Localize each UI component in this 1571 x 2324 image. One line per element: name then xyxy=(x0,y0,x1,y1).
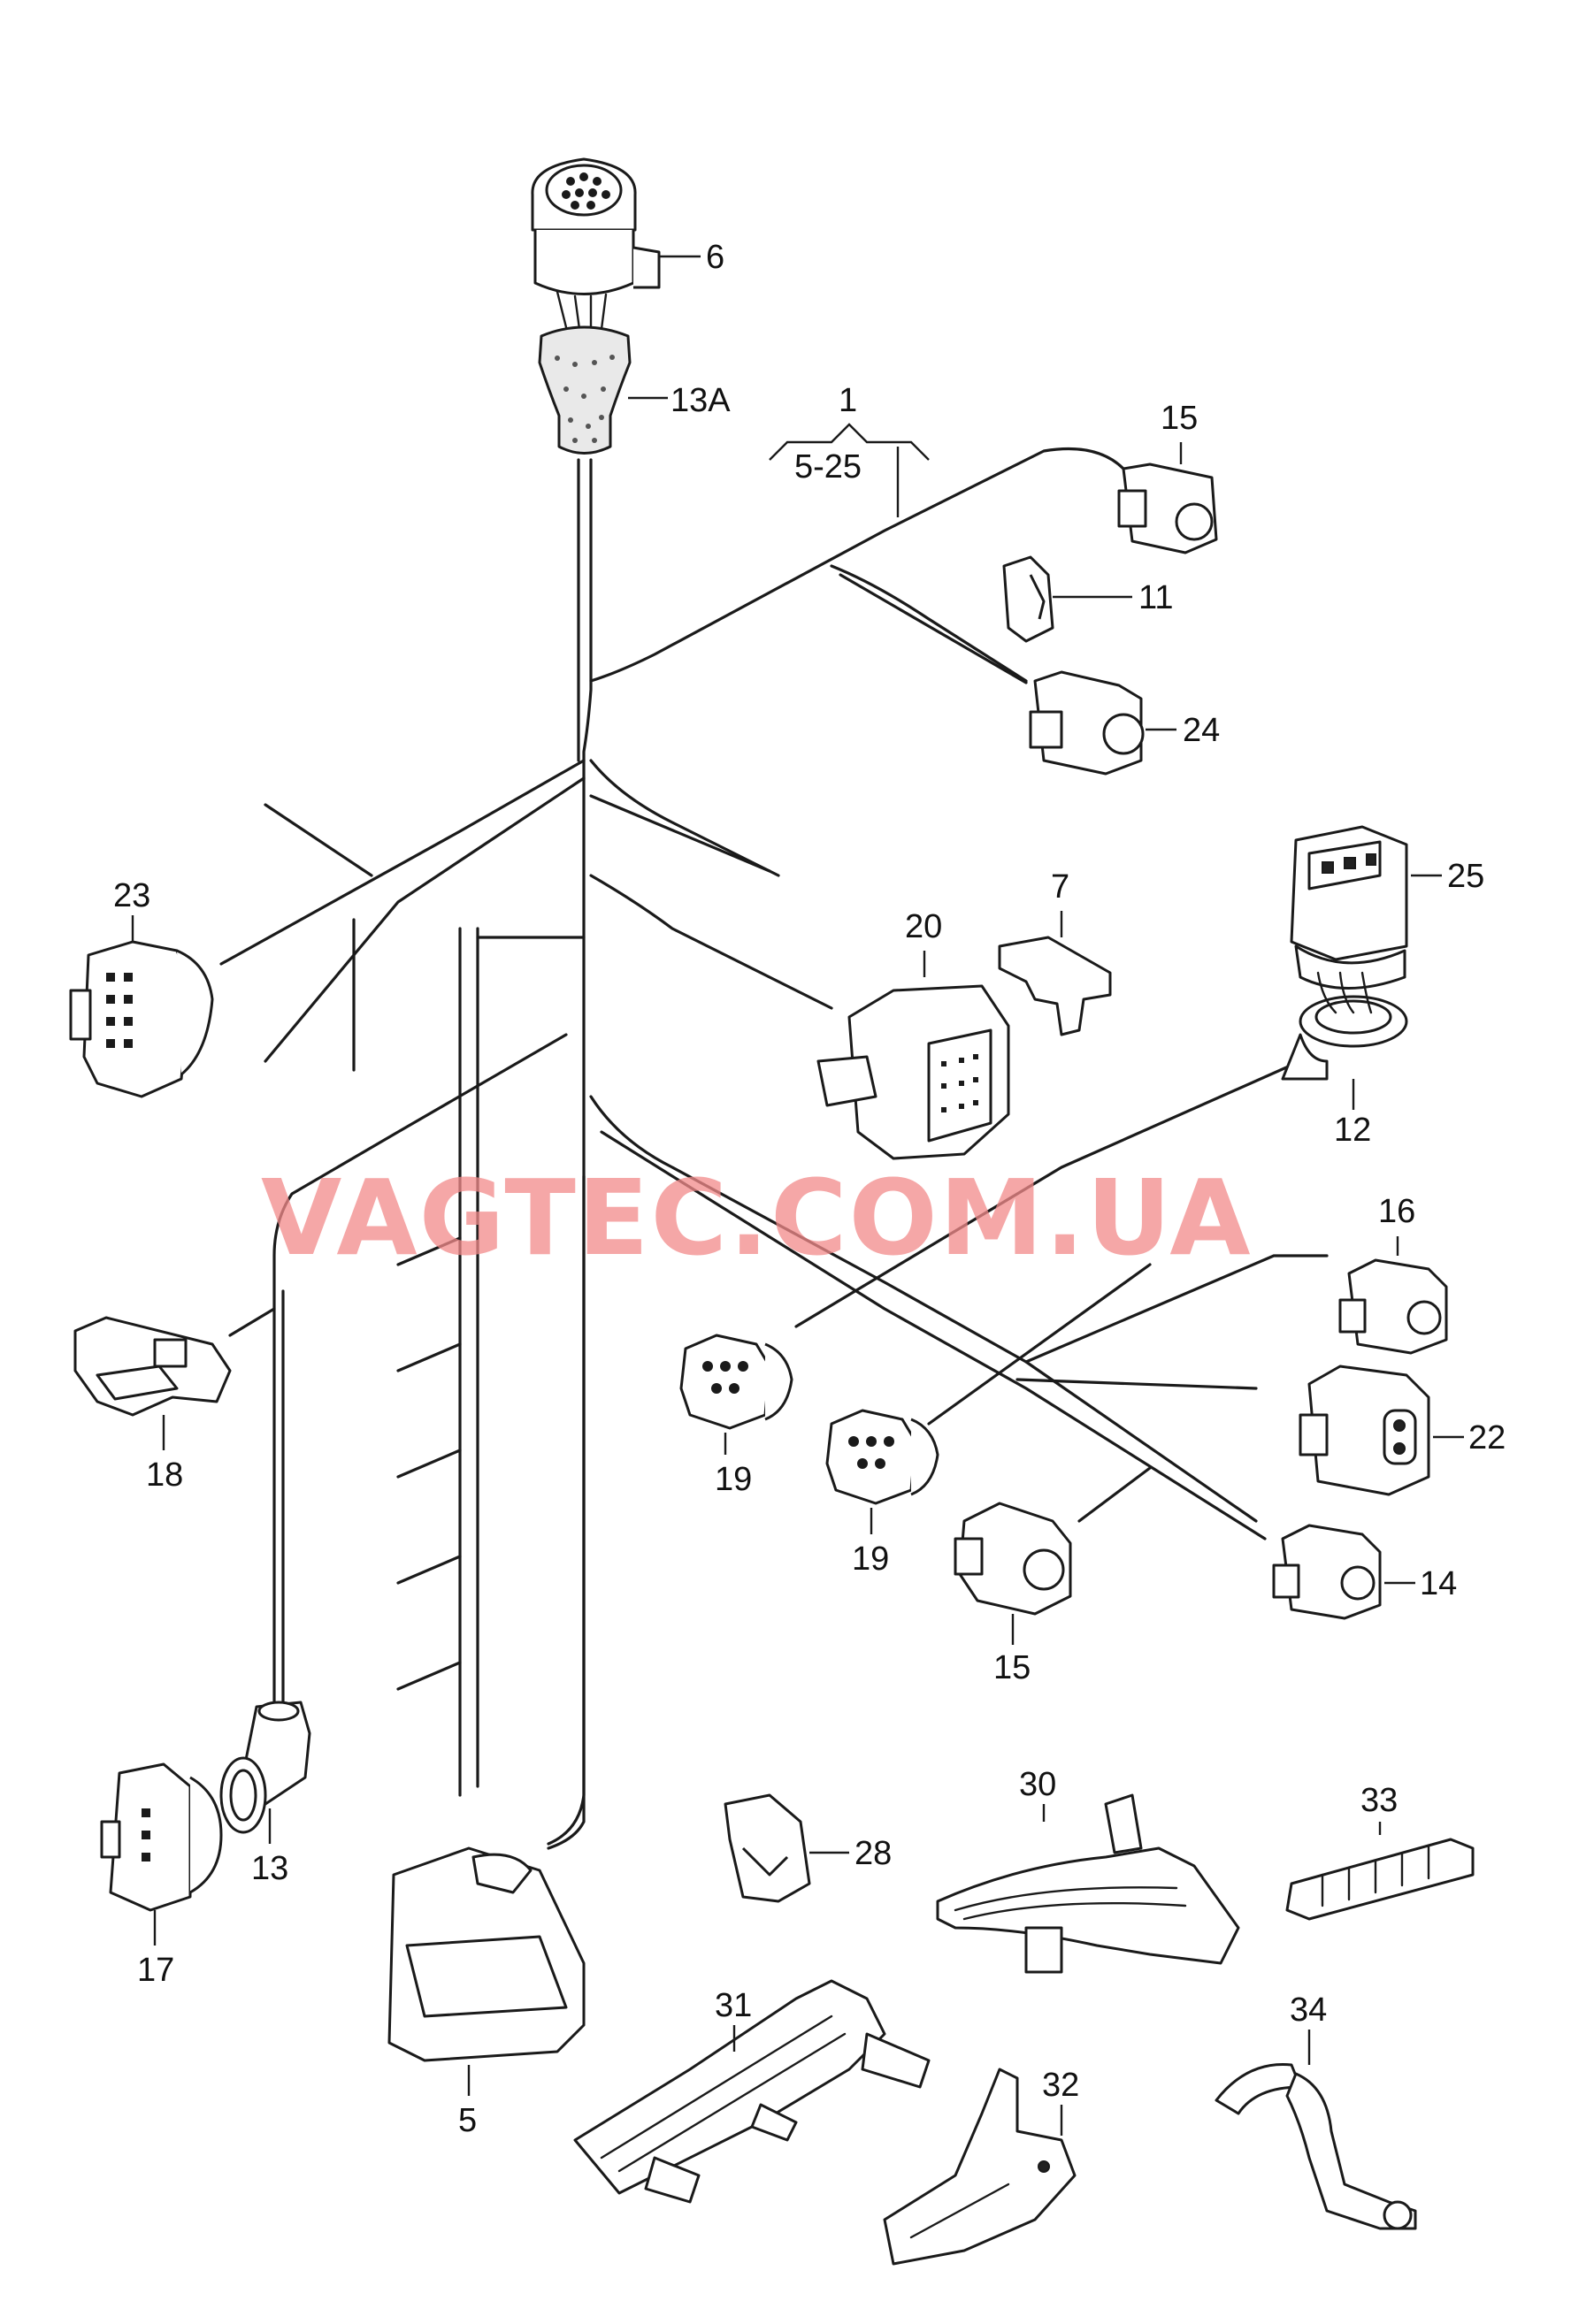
connector-14 xyxy=(1272,1524,1382,1620)
connector-19-upper xyxy=(679,1334,793,1430)
connector-20 xyxy=(816,984,1010,1160)
connector-23 xyxy=(69,940,214,1098)
label-13a: 13A xyxy=(671,382,731,419)
label-19-upper: 19 xyxy=(715,1461,752,1498)
bracket-32 xyxy=(883,2068,1077,2266)
label-15-top: 15 xyxy=(1161,400,1198,437)
connector-22 xyxy=(1299,1365,1430,1496)
label-16: 16 xyxy=(1378,1193,1415,1230)
label-12: 12 xyxy=(1334,1112,1371,1149)
bracket-30 xyxy=(936,1793,1240,1974)
connector-15-lower xyxy=(954,1502,1072,1616)
label-32: 32 xyxy=(1042,2067,1079,2104)
label-group-range: 5-25 xyxy=(794,448,862,485)
label-5: 5 xyxy=(458,2102,477,2139)
label-6: 6 xyxy=(706,239,724,276)
label-11: 11 xyxy=(1138,579,1173,616)
connector-18 xyxy=(73,1316,232,1417)
strip-33 xyxy=(1285,1838,1475,1921)
round-connector-6 xyxy=(531,157,661,331)
label-22: 22 xyxy=(1468,1419,1506,1456)
label-25: 25 xyxy=(1447,858,1484,895)
label-30: 30 xyxy=(1019,1766,1056,1803)
label-28: 28 xyxy=(854,1835,892,1872)
harness-wires xyxy=(219,447,1329,1850)
connector-17 xyxy=(100,1762,223,1912)
part-labels: 6 13A 1 5-25 15 11 24 25 7 20 12 23 16 2… xyxy=(113,239,1506,2139)
watermark: VAGTEC.COM.UA xyxy=(261,1157,1253,1279)
leader-lines xyxy=(131,255,1464,2136)
label-20: 20 xyxy=(905,908,942,945)
ring-holder-12 xyxy=(1281,971,1408,1081)
clip-34 xyxy=(1215,2063,1417,2230)
grommet-13a xyxy=(538,325,632,455)
label-18: 18 xyxy=(146,1456,183,1494)
label-33: 33 xyxy=(1360,1782,1398,1819)
label-31: 31 xyxy=(715,1987,752,2024)
connector-16 xyxy=(1338,1258,1448,1355)
label-7: 7 xyxy=(1051,868,1069,906)
cover-7 xyxy=(998,936,1112,1036)
label-15-lower: 15 xyxy=(993,1649,1031,1686)
holder-13 xyxy=(219,1701,311,1834)
module-5 xyxy=(387,1846,586,2062)
bracket-31 xyxy=(573,1979,931,2204)
label-19-lower: 19 xyxy=(852,1540,889,1578)
label-group-1: 1 xyxy=(839,382,857,419)
label-24: 24 xyxy=(1183,712,1220,749)
label-34: 34 xyxy=(1290,1991,1327,2029)
connector-15-top xyxy=(1117,463,1218,554)
clip-11 xyxy=(1002,555,1054,643)
label-17: 17 xyxy=(137,1952,174,1989)
label-13: 13 xyxy=(251,1850,288,1887)
connector-25 xyxy=(1290,825,1408,990)
clip-28 xyxy=(724,1793,811,1903)
label-23: 23 xyxy=(113,877,150,914)
connector-24 xyxy=(1029,670,1145,776)
label-14: 14 xyxy=(1420,1565,1457,1602)
connector-19-lower xyxy=(825,1409,939,1505)
